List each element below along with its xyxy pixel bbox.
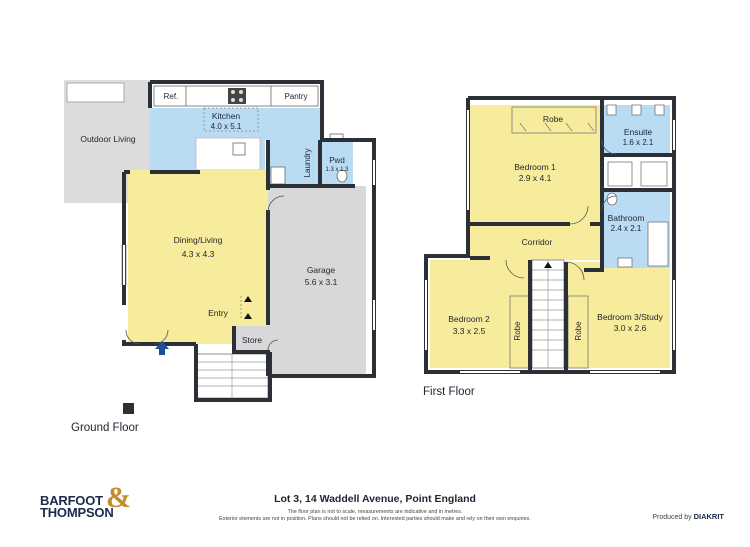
brand-logo: BARFOOT THOMPSON &: [40, 483, 131, 520]
entry-doors: [125, 195, 285, 351]
brand-ampersand: &: [106, 481, 131, 514]
pwd-size: 1.3 x 1.3: [325, 167, 349, 173]
store-label: Store: [242, 335, 263, 345]
kitchen-rangehood: [203, 107, 259, 132]
ref-label: Ref.: [164, 92, 179, 101]
disclaimer-line-2: Exterior elements are not in position. P…: [219, 516, 531, 522]
stair-arrow-icon: [240, 296, 252, 320]
brand-line-2: THOMPSON: [40, 505, 114, 520]
bedroom3-label: Bedroom 3/Study: [597, 312, 663, 322]
bedroom3-area: [564, 262, 670, 368]
property-address: Lot 3, 14 Waddell Avenue, Point England: [274, 493, 476, 505]
kitchen-area: [150, 108, 320, 140]
corridor-label: Corridor: [522, 237, 553, 247]
ground-floor-plan: Outdoor Living Kitchen 4.0 x 5.1 Ref. Pa…: [64, 80, 376, 434]
entry-arrow-icon: [155, 341, 169, 355]
entry-label: Entry: [208, 308, 229, 318]
dining-living-size: 4.3 x 4.3: [182, 249, 215, 259]
ground-floor-title: Ground Floor: [71, 422, 139, 434]
bathroom-label: Bathroom: [608, 213, 645, 223]
ground-walls: [122, 80, 376, 402]
garage-size: 5.6 x 3.1: [305, 277, 338, 287]
outdoor-planter: [66, 82, 125, 103]
pwd-label: Pwd: [329, 156, 345, 165]
robe-right-label: Robe: [574, 321, 583, 341]
pwd-area: [320, 140, 353, 186]
producer-name: DIAKRIT: [693, 512, 724, 521]
garage-label: Garage: [307, 265, 336, 275]
pantry-label: Pantry: [284, 92, 307, 101]
disclaimer-line-1: The floor plan is not to scale, measurem…: [287, 509, 463, 515]
first-floor-title: First Floor: [423, 386, 475, 398]
bedroom3-size: 3.0 x 2.6: [614, 323, 647, 333]
ensuite-size: 1.6 x 2.1: [623, 138, 654, 147]
robe-top: [511, 106, 597, 134]
first-floor-plan: Robe Bedroom 1 2.9 x 4.1 Ensuite 1.6 x 2…: [423, 96, 676, 398]
dining-living-area: [128, 170, 268, 344]
corridor-area: [470, 224, 600, 260]
laundry-label: Laundry: [303, 149, 312, 178]
kitchen-label: Kitchen: [212, 111, 241, 121]
brand-line-1: BARFOOT: [40, 493, 103, 508]
garage-area: [268, 186, 366, 376]
producer-credit: Produced by DIAKRIT: [652, 512, 724, 521]
cooktop-icon: [228, 88, 246, 104]
dining-living-label: Dining/Living: [174, 235, 223, 245]
bedroom1-label: Bedroom 1: [514, 162, 556, 172]
robe-top-label: Robe: [543, 114, 564, 124]
compass-marker-icon: [123, 403, 134, 414]
robe-left-label: Robe: [513, 321, 522, 341]
bedroom1-area: [470, 105, 602, 224]
ensuite-label: Ensuite: [624, 127, 653, 137]
bedroom2-area: [430, 260, 530, 368]
outdoor-living-label: Outdoor Living: [80, 134, 136, 144]
kitchen-sink: [232, 142, 246, 156]
kitchen-size: 4.0 x 5.1: [211, 122, 242, 131]
bathroom-size: 2.4 x 2.1: [611, 224, 642, 233]
store-area: [236, 326, 268, 352]
produced-by-label: Produced by: [652, 514, 692, 521]
bedroom1-size: 2.9 x 4.1: [519, 173, 552, 183]
stair-arrow-icon: [544, 262, 552, 268]
bedroom2-size: 3.3 x 2.5: [453, 326, 486, 336]
bedroom2-label: Bedroom 2: [448, 314, 490, 324]
kitchen-island: [195, 137, 261, 171]
